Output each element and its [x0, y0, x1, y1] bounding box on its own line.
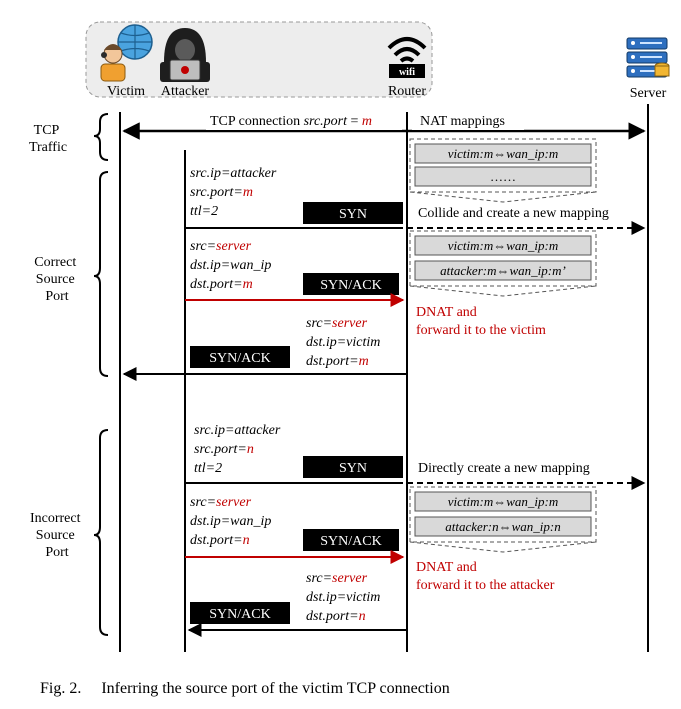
nat-row: [414, 516, 592, 537]
incorrect-synack-out-packet: [190, 602, 290, 624]
incorrect-synack-label: SYN/ACK: [320, 534, 381, 549]
nat-table-pointer: [409, 285, 597, 297]
server-icon: [626, 37, 670, 78]
nat-mappings-label: NAT mappings: [420, 114, 505, 129]
correct-synack-out-label: SYN/ACK: [209, 351, 270, 366]
section-label-correct: Correct Source Port: [34, 255, 79, 304]
nat-row-text: victim:m⇔wan_ip:m: [448, 494, 558, 509]
nat-row: [414, 491, 592, 512]
tcp-label-bg: [206, 112, 402, 130]
correct-synack-in-fields: src=server dst.ip=wan_ip dst.port=m: [190, 239, 275, 292]
attacker-label: Attacker: [161, 84, 210, 99]
nat-row-text: victim:m⇔wan_ip:m: [448, 146, 558, 161]
correct-syn-packet: [303, 202, 403, 224]
collide-text: Collide and create a new mapping: [418, 206, 609, 221]
correct-synack-out-packet: [190, 346, 290, 368]
incorrect-synack-in-fields: src=server dst.ip=wan_ip dst.port=n: [190, 495, 275, 548]
nat-row: [414, 166, 592, 187]
nat-row: [414, 235, 592, 256]
nat-row: [414, 260, 592, 281]
section-braces: [93, 113, 109, 636]
create-text: Directly create a new mapping: [418, 461, 590, 476]
incorrect-synack-packet: [303, 529, 399, 551]
incorrect-syn-label: SYN: [339, 461, 367, 476]
nat-row-ellipsis: ……: [490, 169, 516, 184]
incorrect-syn-packet: [303, 456, 403, 478]
incorrect-synack-out-label: SYN/ACK: [209, 607, 270, 622]
section-label-incorrect: Incorrect Source Port: [30, 511, 84, 560]
server-label: Server: [630, 86, 667, 101]
incorrect-dnat-text: DNAT and forward it to the attacker: [416, 560, 555, 593]
figure-caption: Fig. 2. Inferring the source port of the…: [40, 680, 450, 697]
nat-row-text: attacker:n⇔wan_ip:n: [445, 519, 561, 534]
tcp-connection-label: TCP connection src.port = m: [210, 114, 372, 129]
nat-row-text: victim:m⇔wan_ip:m: [448, 238, 558, 253]
correct-synack-out-fields: src=server dst.ip=victim dst.port=m: [306, 316, 384, 369]
incorrect-syn-fields: src.ip=attacker src.port=n ttl=2: [194, 423, 284, 476]
router-wifi-icon: wifi: [387, 37, 427, 78]
correct-syn-label: SYN: [339, 207, 367, 222]
nat-row-text: attacker:m⇔wan_ip:m’: [440, 263, 566, 278]
correct-dnat-text: DNAT and forward it to the victim: [416, 305, 546, 338]
correct-syn-fields: src.ip=attacker src.port=m ttl=2: [190, 166, 280, 219]
correct-synack-label: SYN/ACK: [320, 278, 381, 293]
nat-table-pointer: [409, 541, 597, 553]
nat-table-pointer: [409, 191, 597, 203]
attacker-icon: [160, 28, 210, 82]
wifi-badge-text: wifi: [399, 67, 415, 78]
victim-label: Victim: [107, 84, 145, 99]
victim-icon: [100, 24, 153, 82]
incorrect-synack-out-fields: src=server dst.ip=victim dst.port=n: [306, 571, 384, 624]
nat-row: [414, 143, 592, 164]
section-label-tcp-traffic: TCP Traffic: [29, 123, 67, 155]
router-label: Router: [388, 84, 426, 99]
nat-label-bg: [412, 112, 524, 130]
correct-synack-packet: [303, 273, 399, 295]
